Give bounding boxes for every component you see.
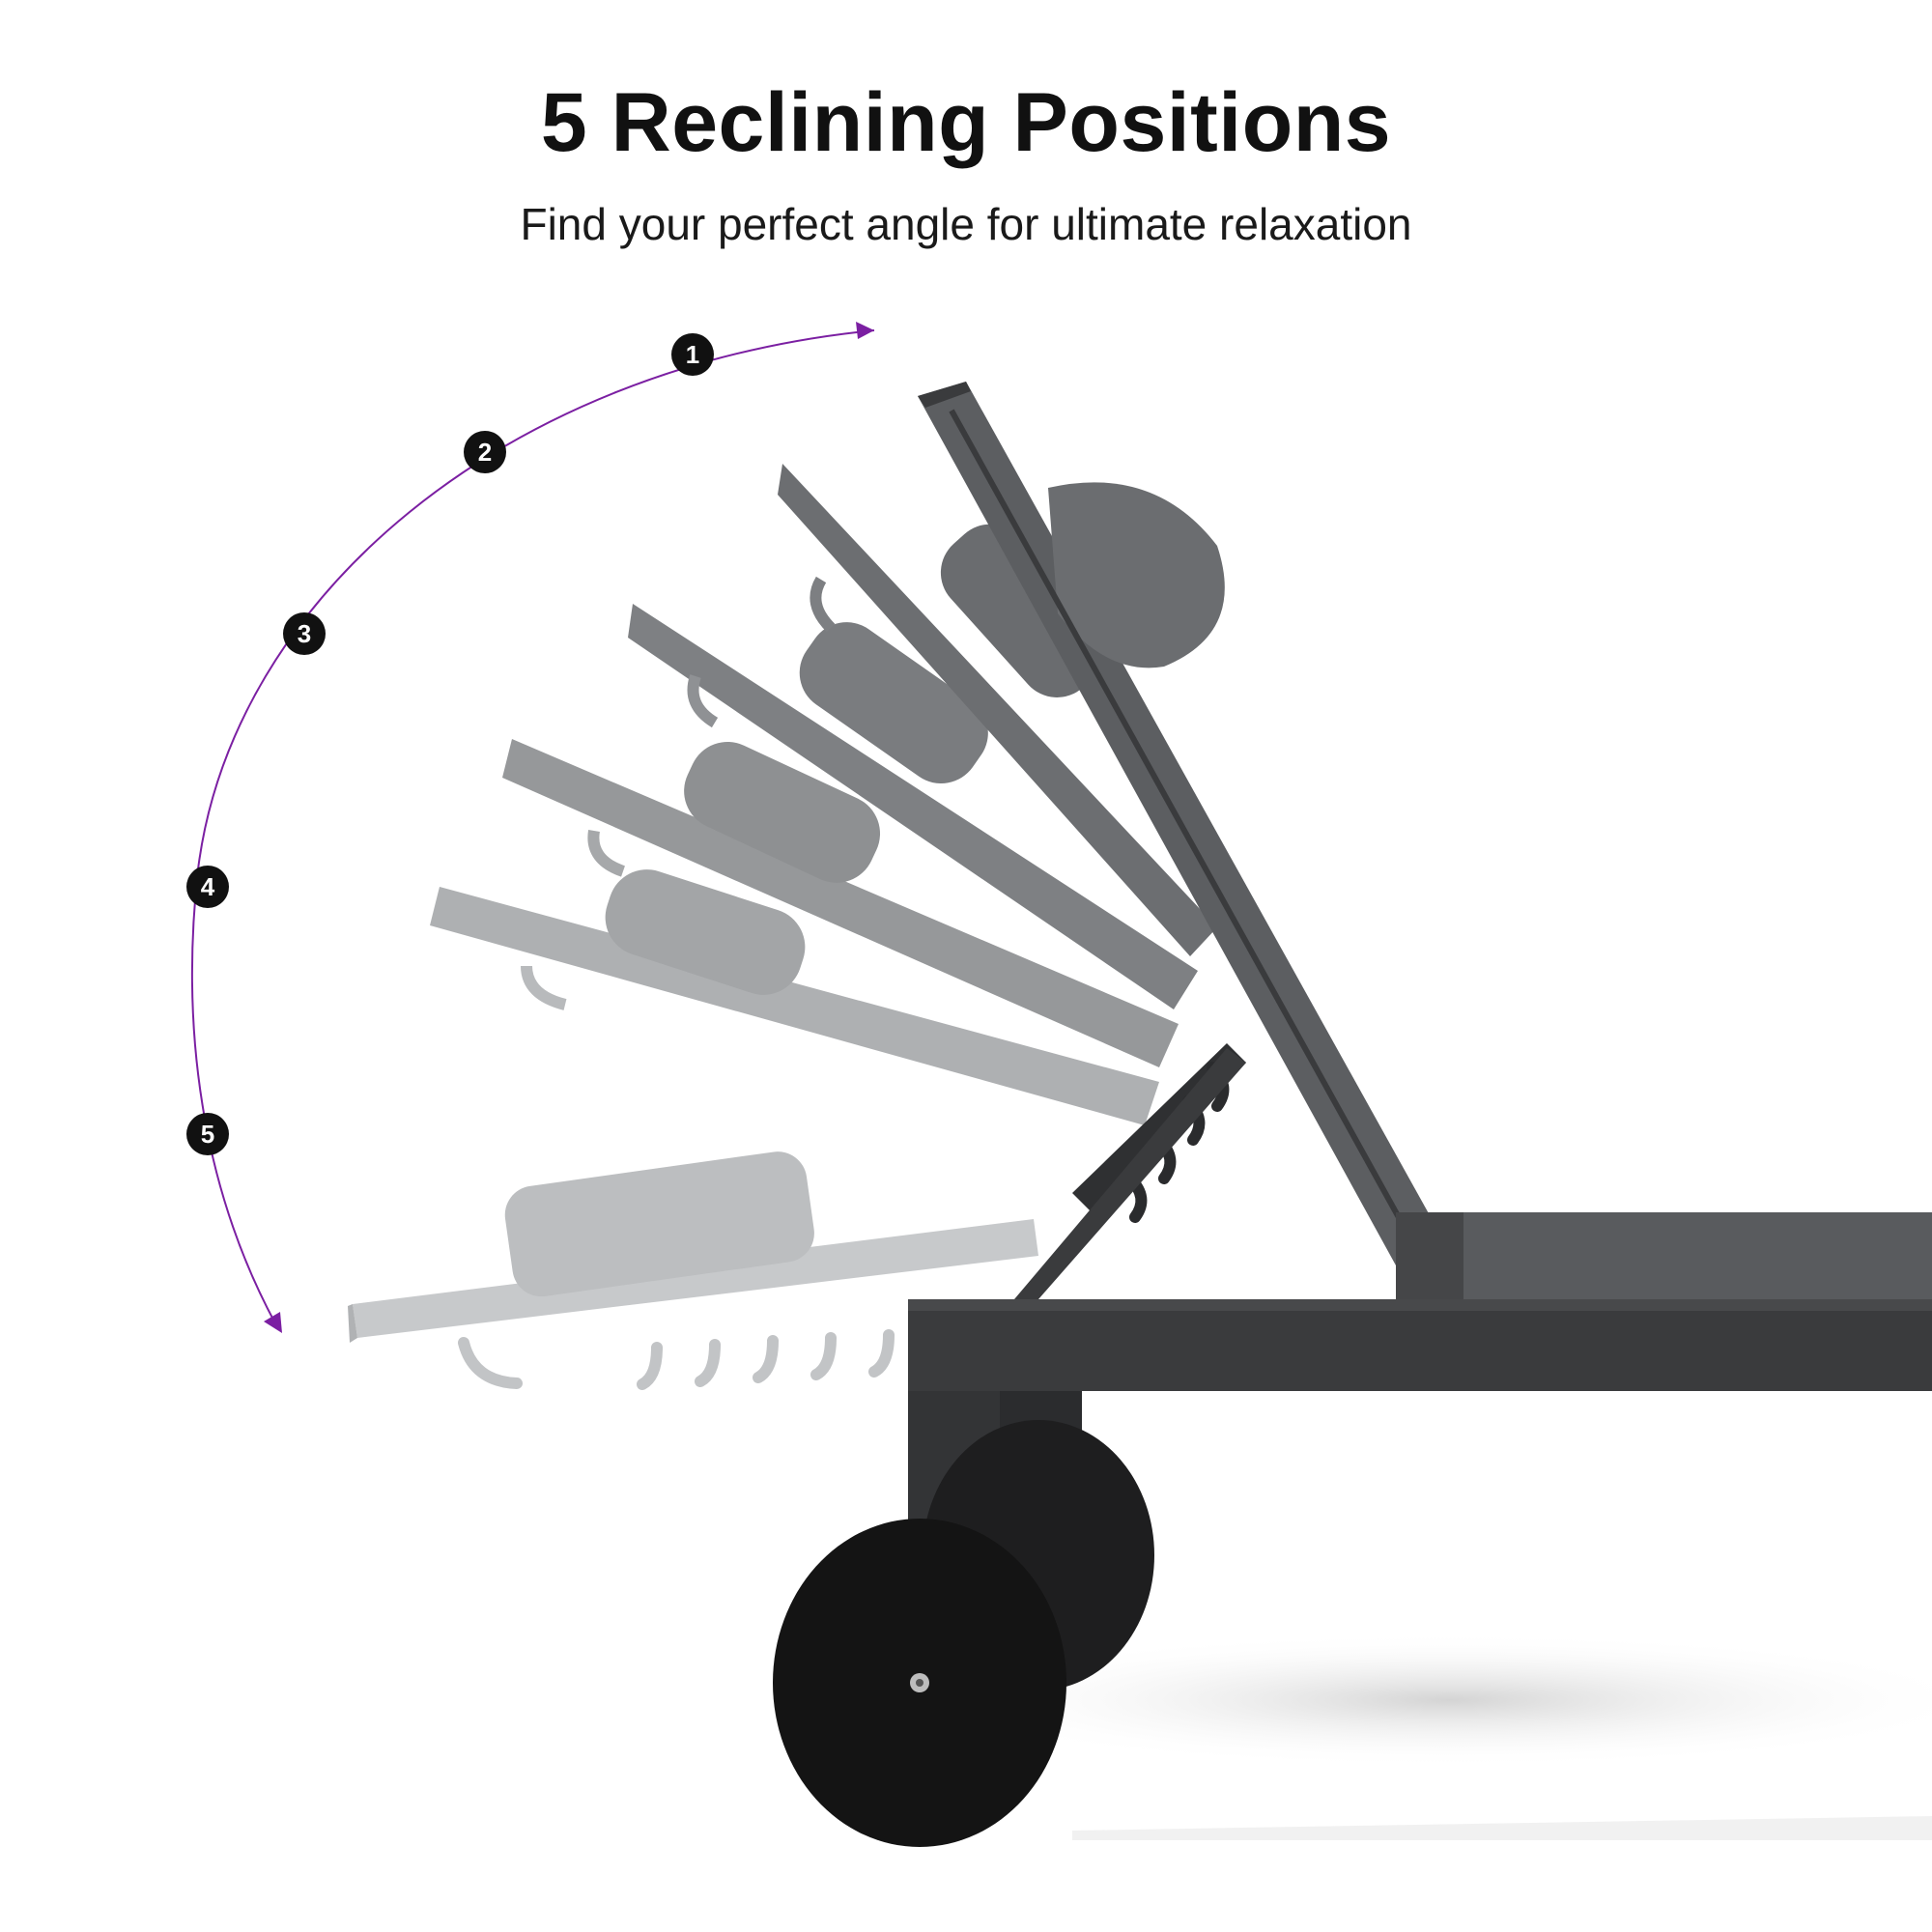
position-marker-5: 5 xyxy=(186,1113,229,1155)
headrest-pillow xyxy=(1048,482,1225,668)
backrest-position-5 xyxy=(348,1151,1038,1390)
svg-text:2: 2 xyxy=(478,438,492,467)
headrest-pillow xyxy=(504,1151,814,1297)
position-marker-3: 3 xyxy=(283,612,326,655)
svg-text:3: 3 xyxy=(298,619,311,648)
backrest-upright xyxy=(918,382,1444,1265)
floor-shadow xyxy=(908,1633,1932,1768)
headrest-pillow xyxy=(605,869,806,995)
headrest-pillow xyxy=(684,741,881,883)
page-title: 5 Reclining Positions xyxy=(540,76,1392,169)
position-marker-1: 1 xyxy=(671,333,714,376)
side-rail xyxy=(908,1299,1932,1391)
svg-text:1: 1 xyxy=(686,340,699,369)
backrest-position-3 xyxy=(502,739,1179,1067)
seat-fabric xyxy=(1439,1212,1932,1299)
recline-hooks xyxy=(458,1329,895,1390)
position-marker-2: 2 xyxy=(464,431,506,473)
svg-text:5: 5 xyxy=(201,1120,214,1149)
arc-arrow-top xyxy=(856,322,874,339)
headrest-pillow xyxy=(799,622,988,784)
front-wheel xyxy=(773,1519,1066,1847)
position-marker-4: 4 xyxy=(186,866,229,908)
svg-text:4: 4 xyxy=(201,872,215,901)
page-subtitle: Find your perfect angle for ultimate rel… xyxy=(520,199,1412,249)
arc-path xyxy=(190,329,875,1324)
arc-arrow-bottom xyxy=(264,1312,282,1333)
backrest-position-4 xyxy=(430,869,1159,1125)
recline-arc xyxy=(190,322,875,1333)
backrest-position-2 xyxy=(628,604,1198,1009)
recline-bracket xyxy=(1014,1043,1246,1299)
